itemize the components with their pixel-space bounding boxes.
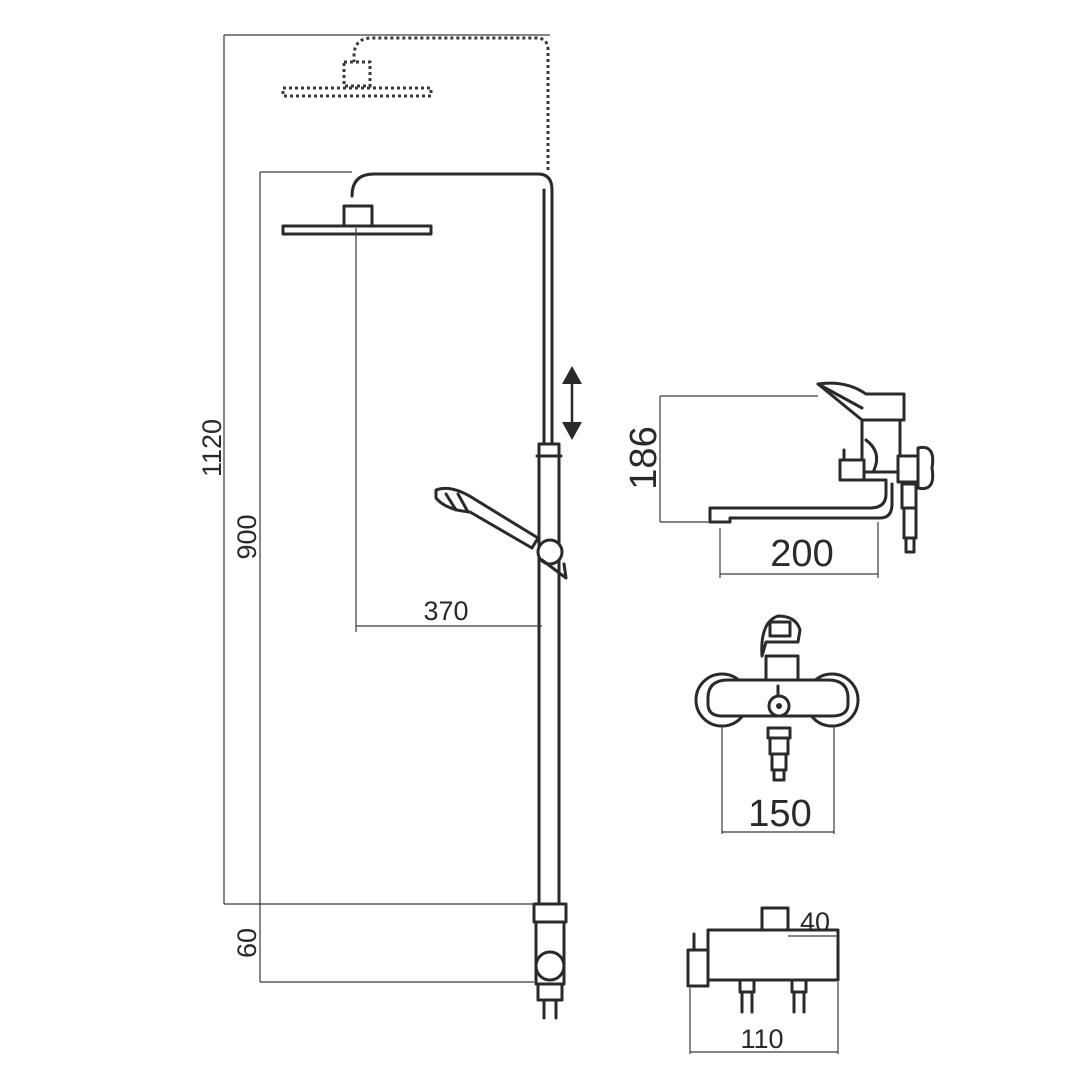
mixer-side-view: [708, 381, 935, 554]
dimension-lines-mixer-top: [689, 935, 839, 1054]
shower-column: [281, 172, 568, 1020]
mixer-top-view: [686, 906, 840, 1014]
raised-position-outline: [281, 36, 550, 170]
dimension-column-height: 900: [232, 514, 262, 559]
hand-shower: [434, 486, 568, 580]
dimension-lines-mixer-side: [659, 395, 879, 578]
slider-holder: [536, 538, 564, 566]
dimension-mixer-width: 150: [748, 793, 811, 835]
mixer-front-view: [694, 614, 860, 782]
dimension-arm-reach: 370: [423, 596, 468, 626]
dimension-lines-mixer-front: [721, 726, 835, 834]
dimension-depth-top: 40: [800, 907, 830, 937]
lower-tube: [537, 442, 561, 908]
dimension-total-height: 1120: [197, 419, 227, 477]
dimension-spout-length: 200: [770, 533, 833, 575]
dimension-mixer-height: 186: [623, 426, 665, 489]
dimension-depth-total: 110: [740, 1024, 783, 1054]
dimension-base-height: 60: [232, 928, 262, 958]
column-base: [532, 902, 568, 1020]
double-arrow-vertical-icon: [562, 366, 582, 440]
dimension-lines-column: [223, 34, 550, 983]
